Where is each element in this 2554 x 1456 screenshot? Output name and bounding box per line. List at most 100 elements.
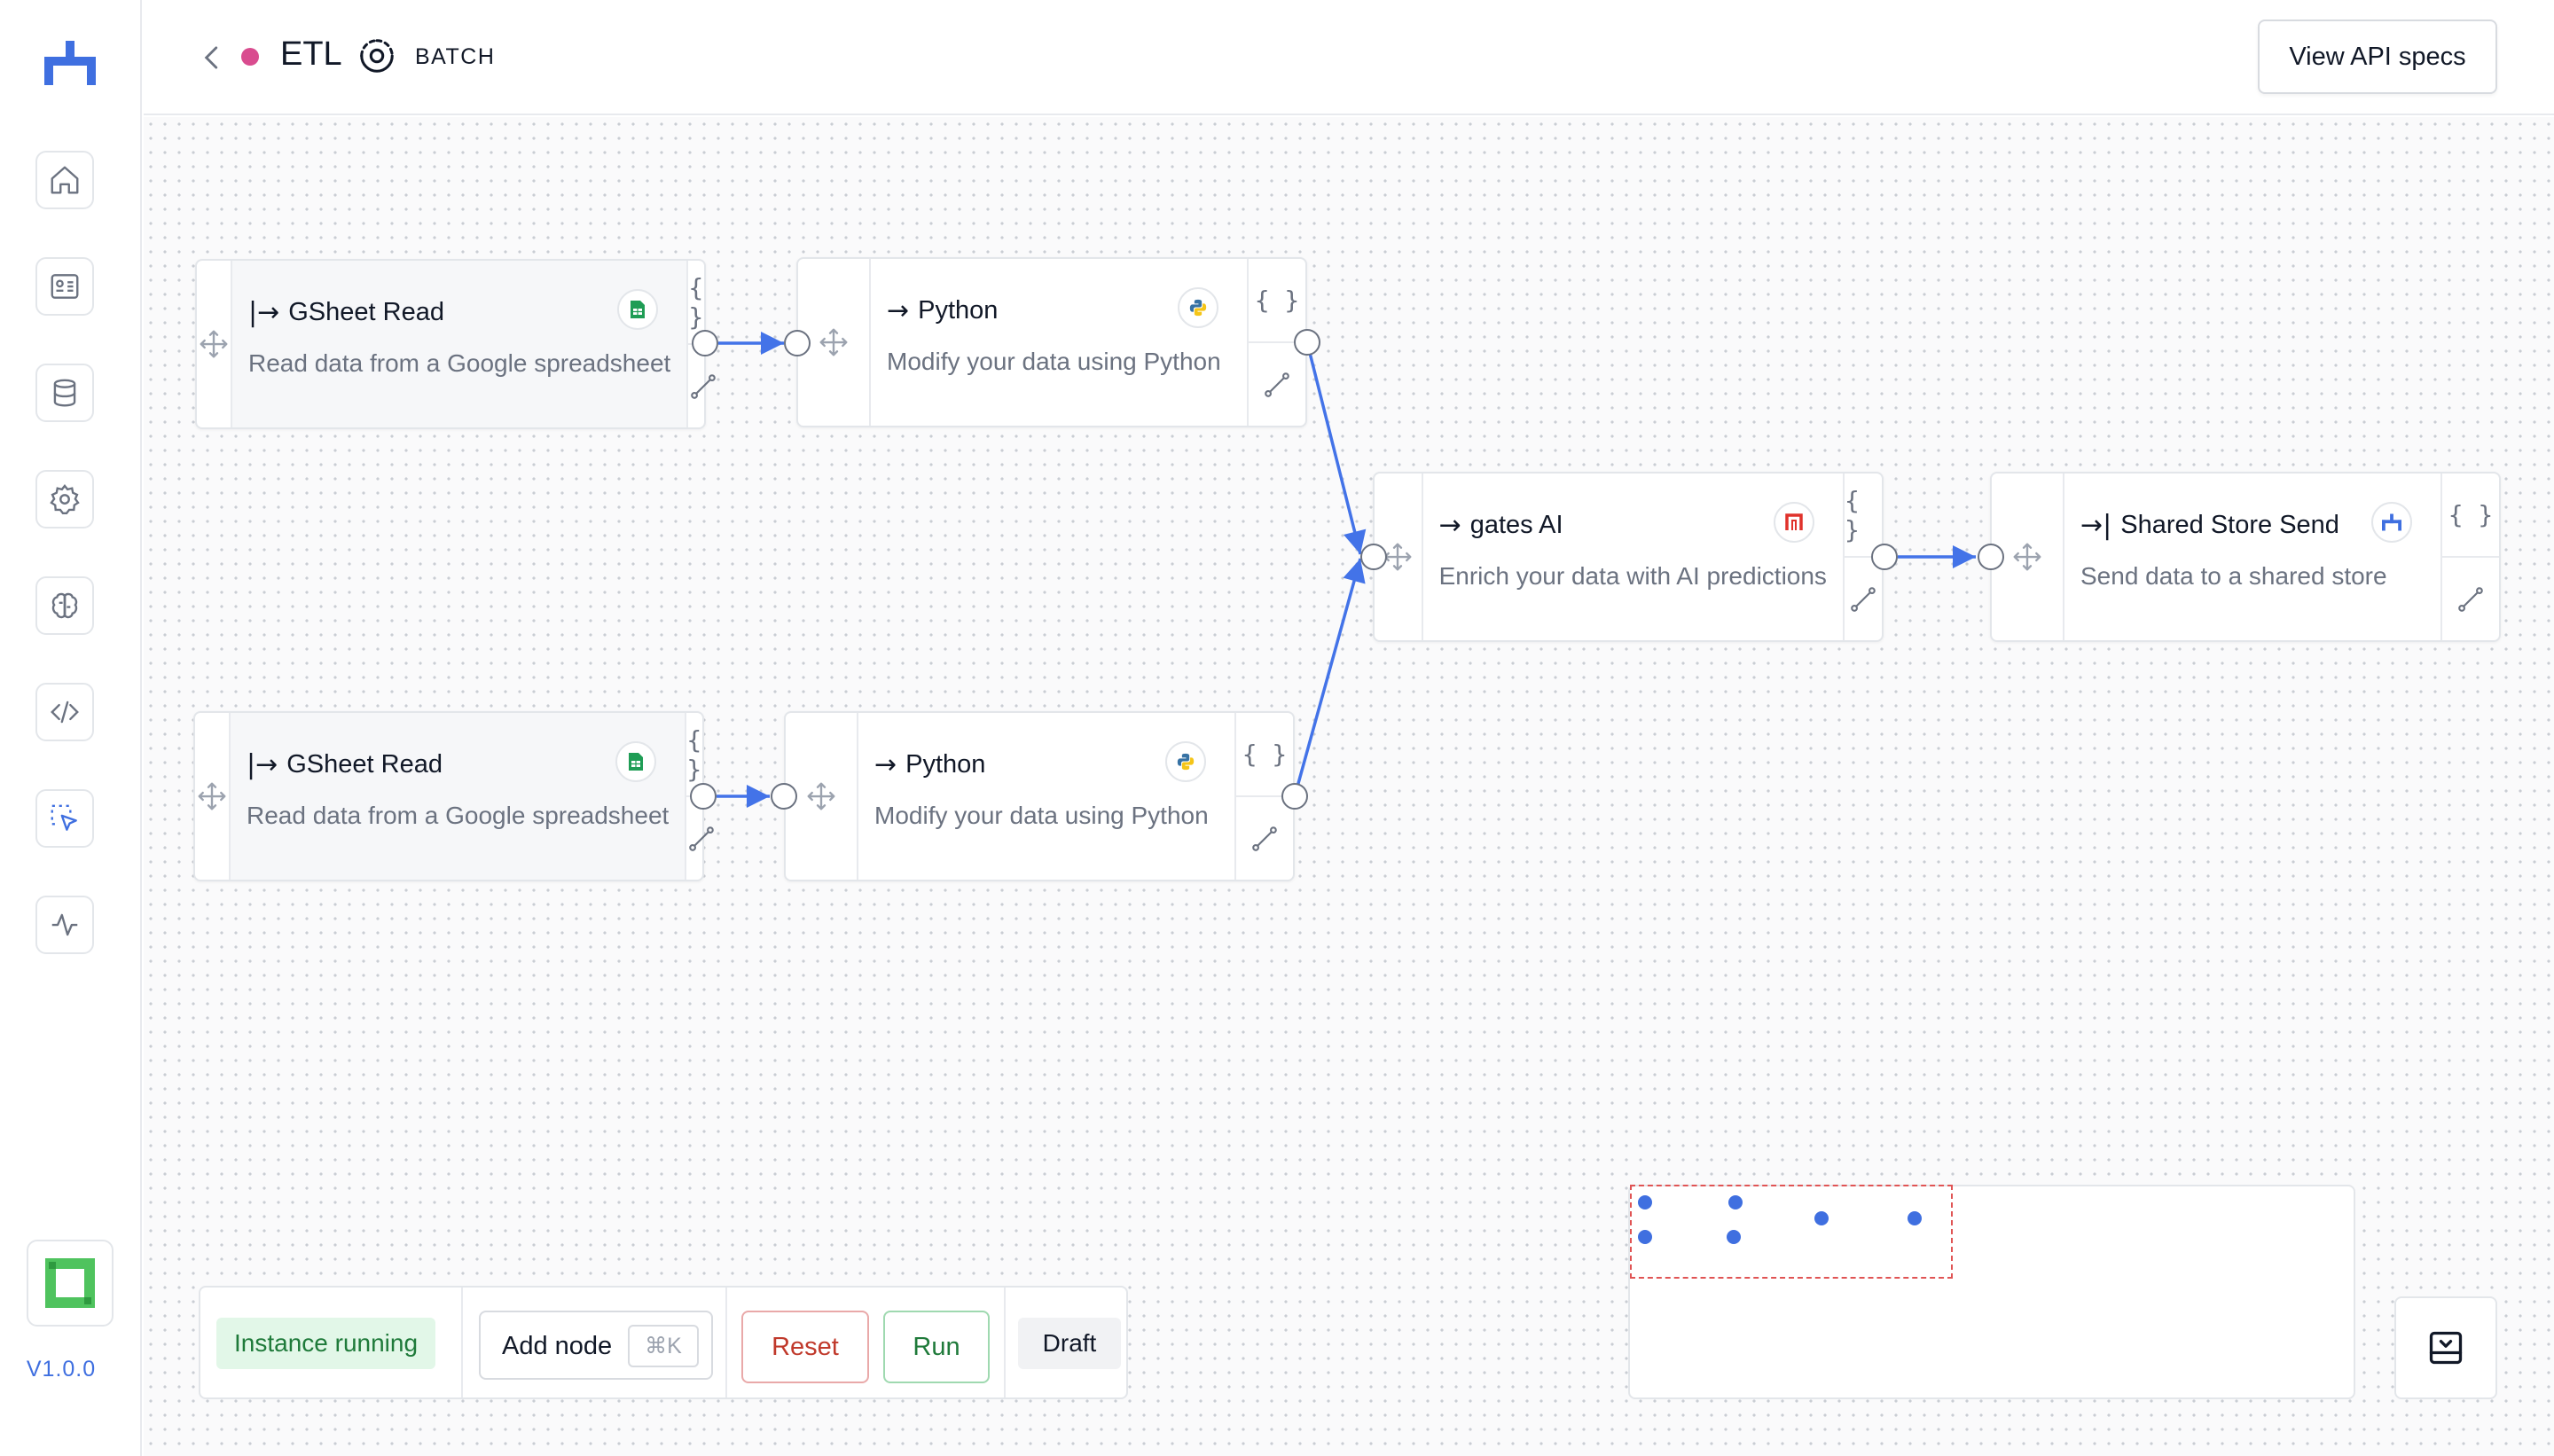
minimap-viewport[interactable] [1630,1185,1953,1279]
link-icon [1851,586,1876,612]
google-sheets-icon [615,741,657,782]
node-connect-button[interactable] [2442,556,2499,640]
header: ETL BATCH View API specs [144,0,2554,115]
node-body[interactable]: → Python Modify your data using Python [871,259,1247,426]
node-gsheet-read[interactable]: |→ GSheet Read Read data from a Google s… [193,711,717,881]
node-body[interactable]: → Python Modify your data using Python [858,713,1234,880]
output-handle[interactable] [692,330,718,356]
transform-arrow-icon: → [1438,509,1461,541]
google-sheets-icon [617,289,659,330]
id-card-icon [51,274,79,299]
node-drag-handle[interactable] [197,261,232,427]
node-body[interactable]: |→ GSheet Read Read data from a Google s… [231,713,686,880]
move-icon [200,330,228,358]
minimap-node [1727,1230,1741,1244]
node-connect-button[interactable] [1844,556,1882,640]
node-body[interactable]: → gates AI Enrich your data with AI pred… [1423,474,1843,640]
minimap-node [1728,1195,1743,1209]
minimap[interactable] [1628,1185,2355,1399]
node-connect-button[interactable] [1249,341,1305,426]
node-connect-button[interactable] [1236,795,1293,880]
node-config-button[interactable]: { } [1844,485,1860,544]
batch-mode-icon [360,39,394,73]
node-config-button[interactable]: { } [1254,286,1300,315]
node-body[interactable]: →| Shared Store Send Send data to a shar… [2064,474,2440,640]
canvas-toolbar: Instance running Add node ⌘K Reset Run D… [199,1286,1128,1399]
output-handle[interactable] [1294,329,1320,356]
transform-arrow-icon: → [887,294,910,326]
sidebar-item-home[interactable] [35,151,94,209]
input-handle[interactable] [784,330,811,356]
node-description: Send data to a shared store [2080,562,2387,590]
view-api-specs-button[interactable]: View API specs [2258,20,2497,94]
node-title: GSheet Read [288,297,444,326]
node-config-button[interactable]: { } [686,724,702,784]
input-handle[interactable] [1978,544,2004,570]
node-description: Modify your data using Python [887,348,1221,375]
minimap-node [1638,1195,1652,1209]
move-icon [819,328,848,356]
minimap-toggle-button[interactable] [2394,1296,2497,1399]
node-python[interactable]: → Python Modify your data using Python {… [796,257,1307,427]
input-handle[interactable] [771,783,797,810]
node-drag-handle[interactable] [786,713,858,880]
sidebar-item-ai[interactable] [35,576,94,635]
sidebar-item-forms[interactable] [35,257,94,316]
node-gsheet-read[interactable]: |→ GSheet Read Read data from a Google s… [195,259,719,429]
brain-icon [51,592,78,619]
node-body[interactable]: |→ GSheet Read Read data from a Google s… [232,261,687,427]
sidebar: V1.0.0 [0,0,142,1456]
sidebar-item-code[interactable] [35,683,94,741]
node-description: Modify your data using Python [874,802,1209,829]
database-icon [53,379,76,407]
node-shared-store-send[interactable]: →| Shared Store Send Send data to a shar… [1990,472,2501,642]
back-chevron-icon[interactable] [195,41,229,74]
output-handle[interactable] [1281,783,1308,810]
draft-badge: Draft [1018,1318,1121,1369]
node-drag-handle[interactable] [195,713,231,880]
node-python[interactable]: → Python Modify your data using Python {… [784,711,1295,881]
run-button[interactable]: Run [883,1311,990,1383]
panel-toggle-icon [2429,1331,2463,1365]
sidebar-item-settings[interactable] [35,470,94,528]
link-icon [689,826,715,851]
page-title: ETL [280,35,342,73]
minimap-node [1638,1230,1652,1244]
reset-button[interactable]: Reset [741,1311,869,1383]
sidebar-item-pipelines[interactable] [35,789,94,848]
output-handle[interactable] [690,783,717,810]
pipeline-status-dot [241,48,259,66]
node-gates-ai[interactable]: → gates AI Enrich your data with AI pred… [1373,472,1884,642]
output-handle[interactable] [1871,544,1898,570]
node-title: GSheet Read [286,749,443,779]
sidebar-item-monitoring[interactable] [35,896,94,954]
node-config-button[interactable]: { } [2448,500,2494,529]
gates-ai-icon [1773,502,1814,543]
node-drag-handle[interactable] [1375,474,1423,640]
add-node-button[interactable]: Add node ⌘K [479,1311,713,1380]
node-title: Python [905,749,986,779]
pipeline-mode-label: BATCH [415,44,496,69]
source-arrow-icon: |→ [247,748,278,780]
input-handle[interactable] [1360,544,1387,570]
node-config-button[interactable]: { } [1242,740,1288,769]
link-icon [2458,586,2483,612]
home-icon [51,166,79,194]
node-drag-handle[interactable] [798,259,871,426]
node-config-button[interactable]: { } [688,272,704,332]
node-description: Enrich your data with AI predictions [1438,562,1827,590]
python-icon [1178,287,1218,328]
code-icon [51,701,79,724]
sidebar-item-database[interactable] [35,364,94,422]
minimap-node [1908,1211,1922,1225]
move-icon [198,782,226,810]
brand-logo-icon[interactable] [44,41,96,85]
gear-icon [50,484,80,515]
node-description: Read data from a Google spreadsheet [247,802,670,829]
node-drag-handle[interactable] [1992,474,2064,640]
link-icon [1265,372,1289,397]
link-icon [691,373,717,399]
pulse-icon [51,913,78,936]
company-logo[interactable] [27,1240,114,1327]
link-icon [1252,826,1277,851]
